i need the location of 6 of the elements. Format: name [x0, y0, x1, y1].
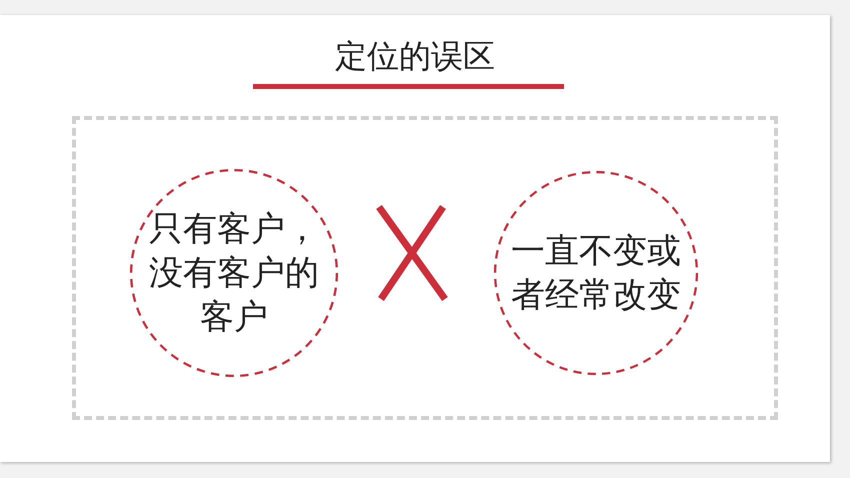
- node-text: 只有客户，没有客户的客户: [148, 208, 320, 339]
- dashed-frame: [72, 116, 778, 420]
- node-text: 一直不变或者经常改变: [510, 230, 682, 317]
- title: 定位的误区: [334, 36, 496, 77]
- dashed-circle: [493, 170, 699, 376]
- dashed-circle: [129, 168, 339, 378]
